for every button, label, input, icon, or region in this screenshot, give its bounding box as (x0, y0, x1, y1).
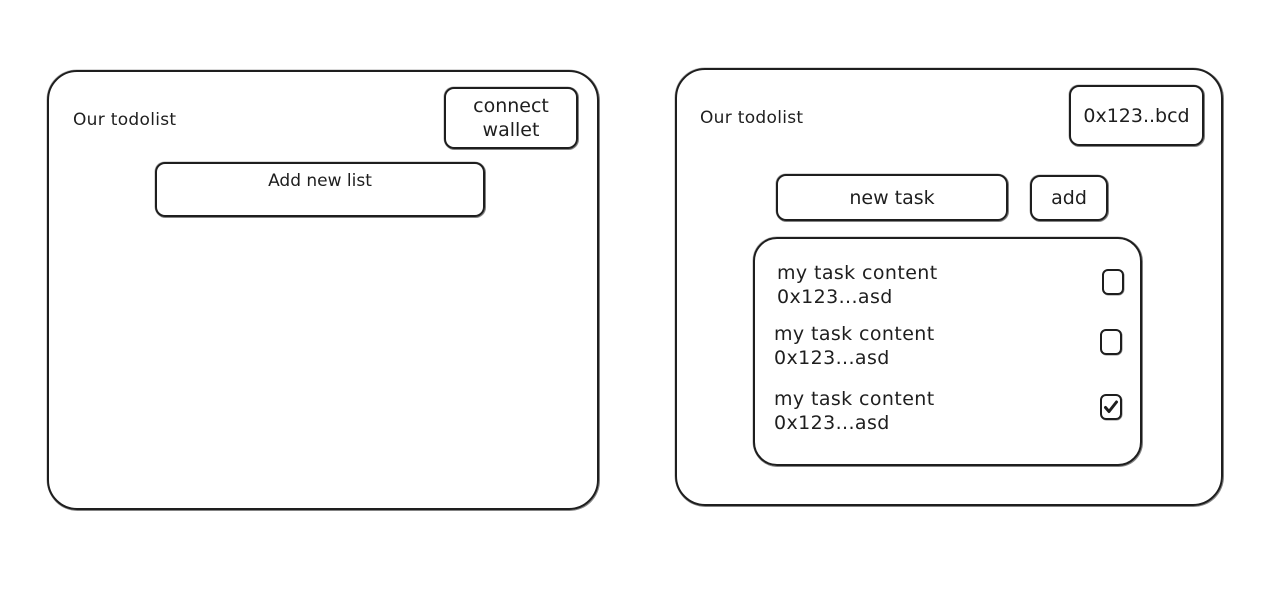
task-checkbox[interactable] (1102, 269, 1124, 295)
new-task-input[interactable]: new task (776, 174, 1008, 221)
task-address: 0x123...asd (777, 286, 893, 308)
page-title: Our todolist (700, 108, 804, 128)
task-checkbox[interactable] (1100, 329, 1122, 355)
add-new-list-button[interactable]: Add new list (155, 162, 485, 217)
wallet-address-button[interactable]: 0x123..bcd (1069, 85, 1204, 146)
list-item: my task content 0x123...asd (777, 261, 1107, 313)
task-list: my task content 0x123...asd my task cont… (753, 237, 1142, 466)
list-item: my task content 0x123...asd (774, 322, 1104, 374)
check-icon (1104, 400, 1118, 413)
task-address: 0x123...asd (774, 347, 890, 369)
list-item: my task content 0x123...asd (774, 387, 1104, 439)
left-screen-frame (47, 70, 599, 510)
task-checkbox-checked[interactable] (1100, 394, 1122, 420)
task-content: my task content (774, 388, 935, 410)
connect-wallet-button[interactable]: connect wallet (444, 87, 578, 149)
add-task-button[interactable]: add (1030, 175, 1108, 221)
task-content: my task content (777, 262, 938, 284)
task-content: my task content (774, 323, 935, 345)
task-address: 0x123...asd (774, 412, 890, 434)
page-title: Our todolist (73, 110, 177, 130)
right-screen-frame (675, 68, 1223, 506)
